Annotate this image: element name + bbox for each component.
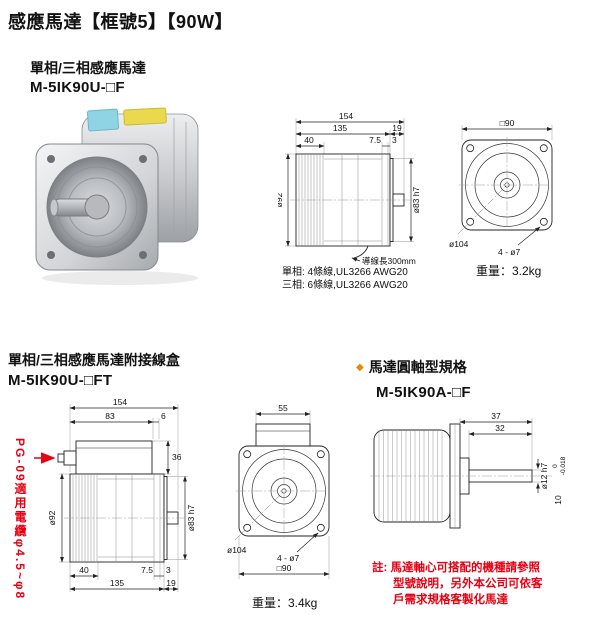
bolt-circle-diagonal: [457, 184, 508, 235]
center-crosshair: [459, 137, 555, 233]
section2-side-view-drawing: 154 83 6 36 ø92 ø83 h7 40 7.5 3 135 19: [34, 397, 196, 592]
dia-body-label: ø92: [278, 192, 284, 207]
section3-header: ◆ 馬達圓軸型規格: [356, 357, 467, 377]
dim-front-label: 40: [304, 135, 314, 145]
diamond-bullet-icon: ◆: [356, 362, 364, 373]
three-phase-note: 三相: 6條線,UL3266 AWG20: [282, 280, 408, 291]
dia-shaft-label: ø12 h7: [539, 462, 549, 489]
section1-model-number: M-5IK90U-□F: [30, 79, 125, 96]
dim-shaft-label: 32: [495, 423, 505, 433]
holes-label: 4 - ø7: [498, 247, 520, 257]
dimension-lines: [459, 420, 540, 493]
terminal-box-outline: [57, 440, 153, 475]
section3-shaft-drawing: 37 32 ø12 h7 10 0 -0.018: [370, 412, 567, 529]
section3-subtitle: 馬達圓軸型規格: [368, 359, 467, 375]
section2-model-number: M-5IK90U-□FT: [8, 372, 113, 389]
square-dim-label: □90: [500, 118, 515, 128]
holes-label: 4 - ø7: [277, 553, 299, 563]
corner-holes: [466, 144, 548, 226]
single-phase-note: 單相: 4條線,UL3266 AWG20: [282, 267, 408, 278]
dim-box-gap-label: 6: [161, 411, 166, 421]
note-line-1: 註: 馬達軸心可搭配的機種請參照: [372, 562, 541, 574]
shaft-end: [49, 198, 59, 217]
section1-subtitle: 單相/三相感應馬達: [30, 60, 146, 76]
bolt-circle-label: ø104: [449, 239, 469, 249]
bolt-circle-label: ø104: [227, 545, 247, 555]
dim-spigot-label: 3: [166, 565, 171, 575]
bolt-circle-diagonal: [234, 490, 285, 541]
section2-weight: 重量：3.4kg: [252, 596, 318, 610]
lead-length-label: 導線長300mm: [362, 256, 416, 266]
note-line-2: 型號說明，另外本公司可依客: [393, 578, 543, 590]
lead-wire: [353, 245, 369, 259]
dim-shaft-total-label: 37: [491, 412, 501, 421]
section1-weight: 重量：3.2kg: [476, 264, 542, 278]
dia-spigot-label: ø83 h7: [411, 186, 421, 213]
dim-flange-label: 7.5: [141, 565, 153, 575]
dimension-lines: [60, 406, 187, 591]
dim-body-label: 135: [333, 123, 347, 133]
tolerance-lower-label: -0.018: [560, 456, 567, 475]
section1-side-view-drawing: 154 135 19 40 7.5 3 ø92 ø83 h7 導線長300mm: [278, 111, 421, 266]
note-line-3: 戶需求規格客製化馬達: [393, 594, 508, 606]
holes-leader: [296, 532, 319, 553]
section3-model-number: M-5IK90A-□F: [376, 384, 471, 401]
corner-holes: [243, 450, 325, 532]
photo-shadow: [42, 271, 198, 285]
blue-label-sticker: [86, 108, 120, 132]
dia-spigot-label: ø83 h7: [186, 504, 196, 531]
dimension-lines: [286, 120, 413, 247]
dim-shaft-label: 19: [166, 578, 176, 588]
motor-photo: [35, 107, 199, 285]
body-seam-lines: [173, 118, 187, 238]
flat-dim-label: 10: [553, 495, 563, 505]
box-width-label: 55: [278, 404, 288, 413]
yellow-label-sticker: [123, 107, 167, 126]
shaft-boss: [84, 194, 110, 220]
dia-body-label: ø92: [47, 510, 57, 525]
cable-gland-note: PG-09適用電纜φ4.5~φ8: [13, 438, 27, 601]
center-crosshair: [236, 444, 332, 538]
section3-note: 註: 馬達軸心可搭配的機種請參照 型號說明，另外本公司可依客 戶需求規格客製化馬…: [372, 560, 543, 608]
dim-spigot-label: 3: [392, 135, 397, 145]
dim-front-label: 40: [79, 565, 89, 575]
dim-box-height-label: 36: [172, 452, 182, 462]
dim-flange-label: 7.5: [369, 135, 381, 145]
tolerance-upper-label: 0: [552, 464, 559, 468]
page-title: 感應馬達【框號5】【90W】: [8, 12, 234, 32]
dim-total-label: 154: [339, 111, 353, 121]
dim-body-label: 135: [110, 578, 124, 588]
square-dim-label: □90: [277, 563, 292, 573]
lead-wire-leader: [351, 257, 361, 262]
dim-total-label: 154: [113, 397, 127, 407]
section1-front-view-drawing: □90 ø104 4 - ø7: [449, 118, 555, 257]
wiring-notes: 單相: 4條線,UL3266 AWG20 三相: 6條線,UL3266 AWG2…: [282, 266, 408, 292]
dim-box-label: 83: [105, 411, 115, 421]
holes-leader: [517, 226, 541, 246]
extension-lines: [59, 404, 188, 592]
flange-bolt-holes: [47, 155, 147, 259]
section2-front-view-drawing: 55 ø104 4 - ø7 □90: [227, 404, 332, 579]
terminal-box-front: [255, 423, 311, 447]
dim-shaft-label: 19: [392, 123, 402, 133]
section2-subtitle: 單相/三相感應馬達附接線盒: [8, 352, 180, 368]
